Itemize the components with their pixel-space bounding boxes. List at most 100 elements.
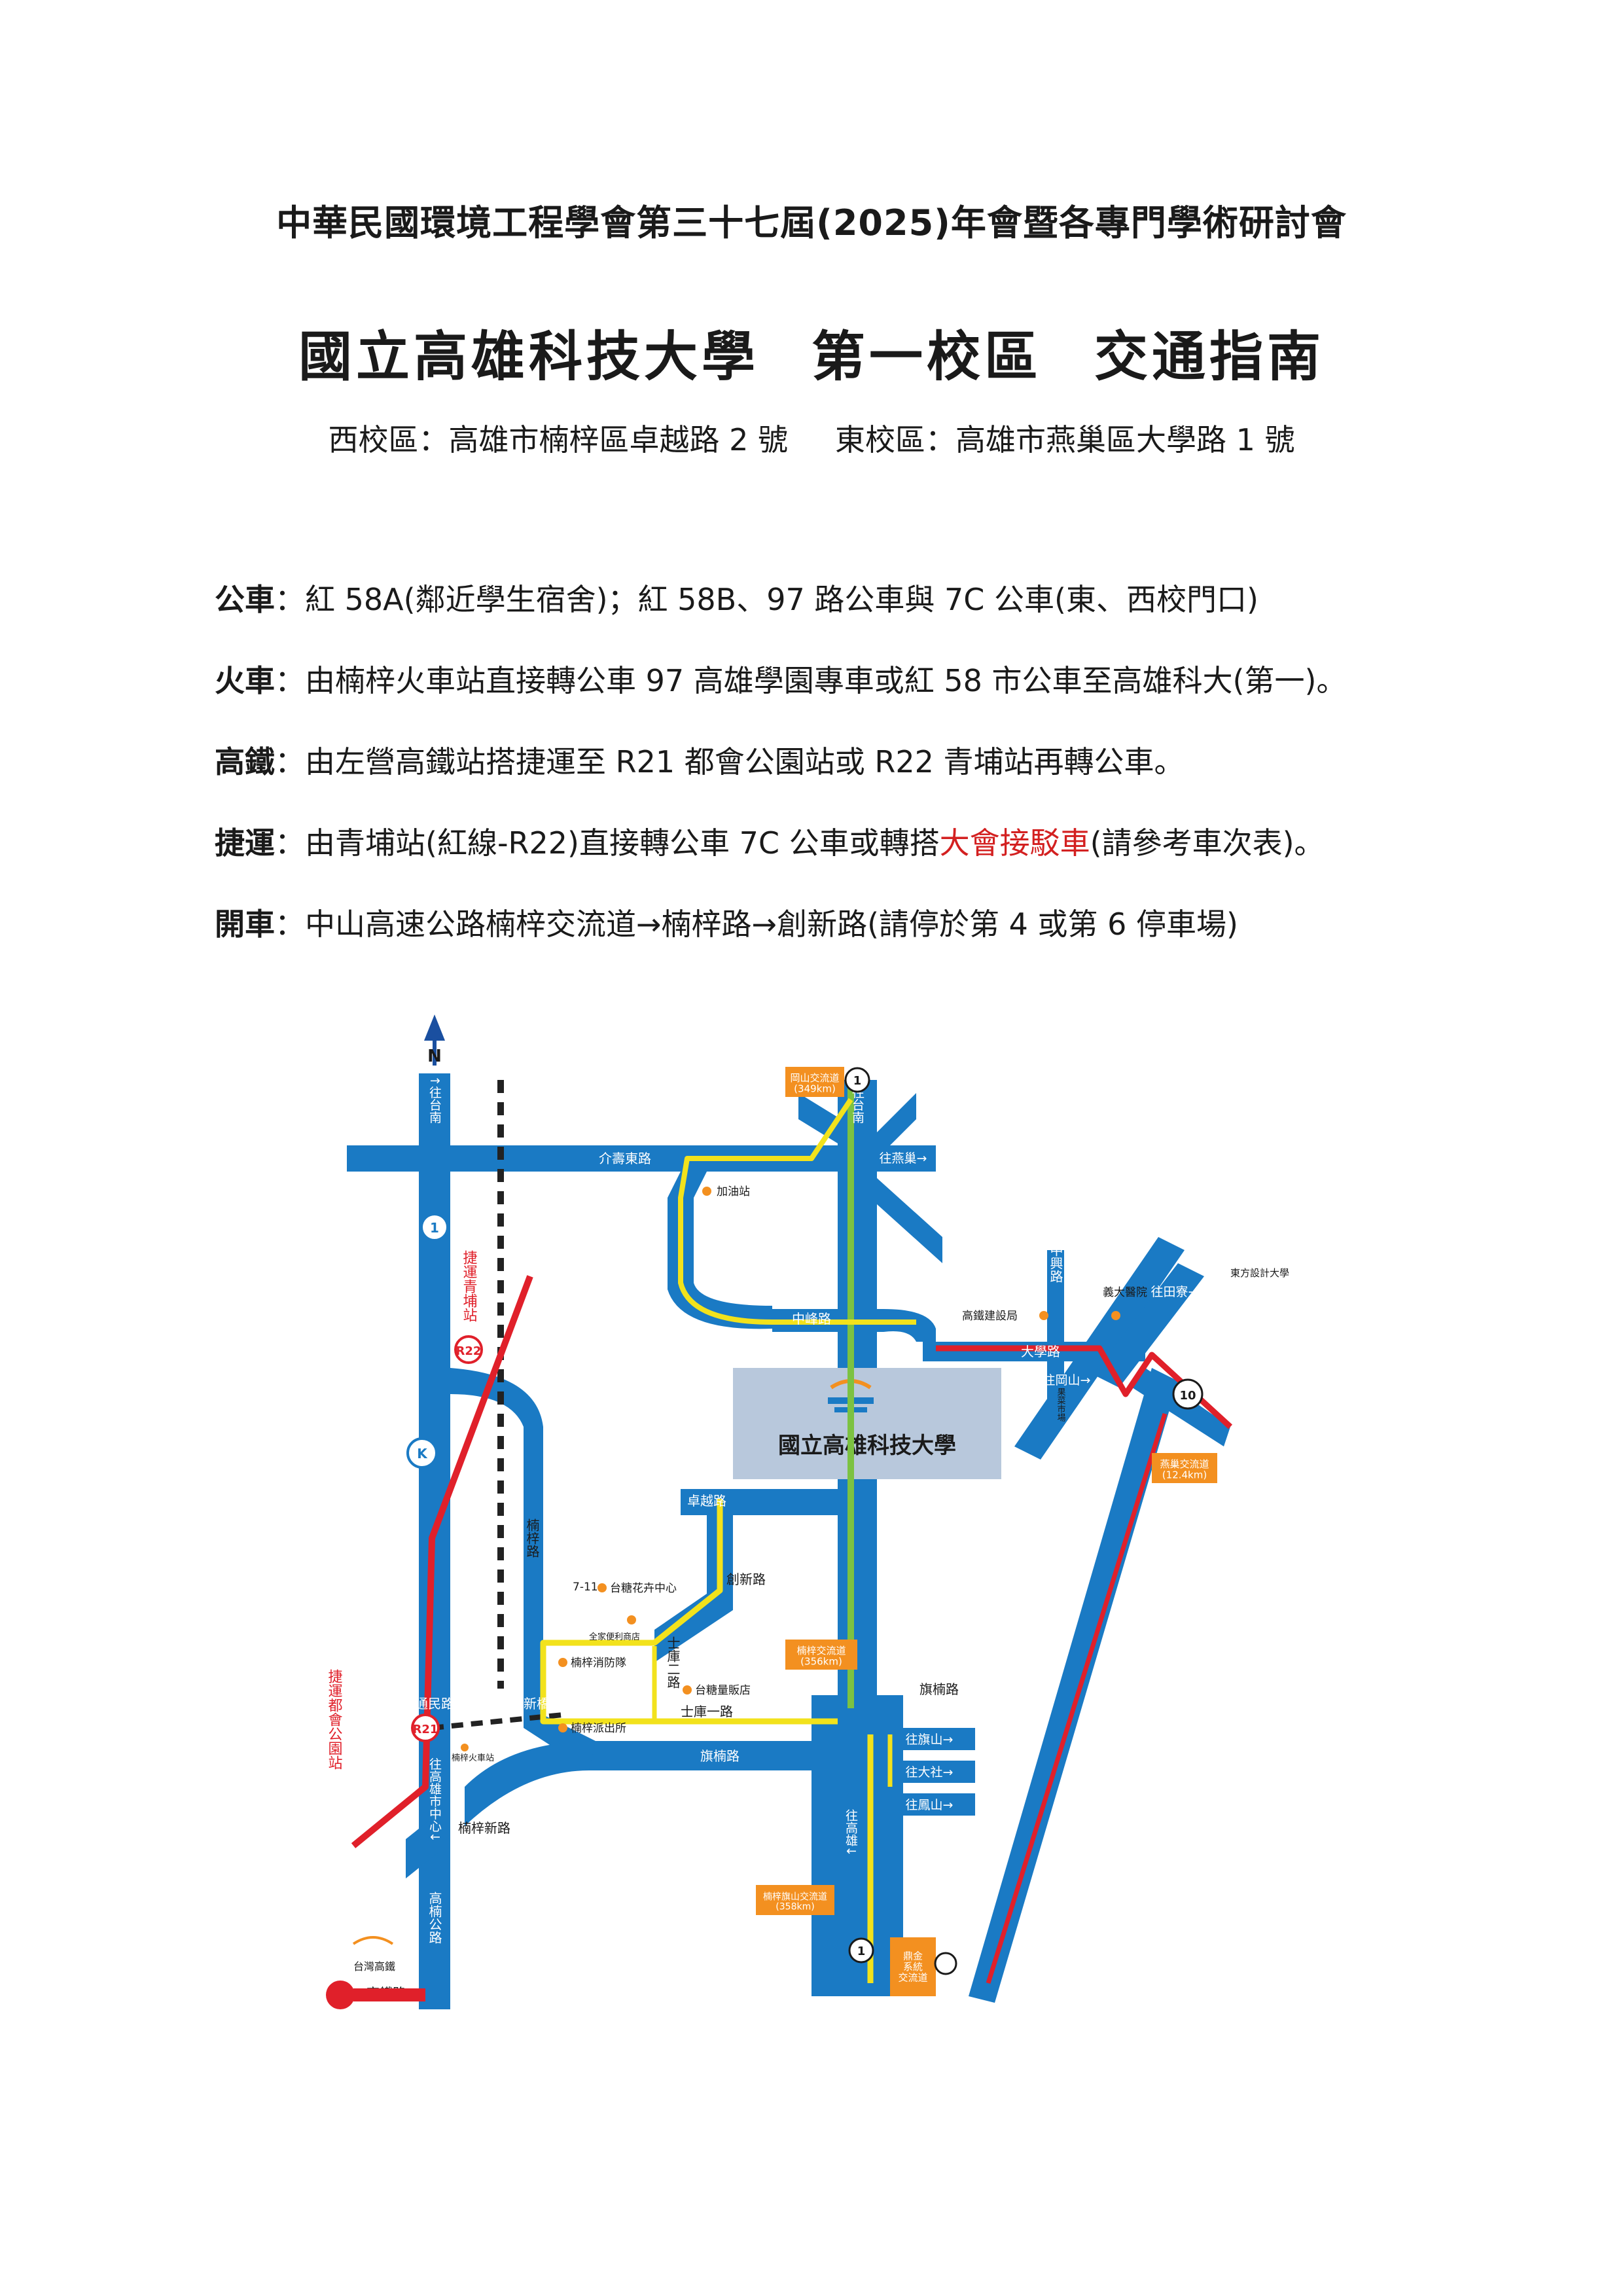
guide-text: ：由左營高鐵站搭捷運至 R21 都會公園站或 R22 青埔站再轉公車。 bbox=[275, 744, 1185, 780]
guide-bus: 公車：紅 58A(鄰近學生宿舍)；紅 58B、97 路公車與 7C 公車(東、西… bbox=[215, 576, 1458, 619]
mrt-r21-icon bbox=[411, 1713, 440, 1742]
interchange-gangshan: 岡山交流道(349km) bbox=[790, 1072, 839, 1095]
highway10-shield-icon bbox=[1172, 1378, 1204, 1410]
gaotie-building-icon bbox=[1039, 1311, 1048, 1320]
label-zhongxing: 中興路 bbox=[1048, 1244, 1063, 1283]
conference-title: 中華民國環境工程學會第三十七屆(2025)年會暨各專門學術研討會 bbox=[276, 202, 1347, 243]
mrt-r21: R21 bbox=[413, 1723, 438, 1736]
gas-station-icon bbox=[702, 1187, 711, 1196]
highway10-shield-bottom-icon bbox=[934, 1952, 957, 1975]
mrt-r22: R22 bbox=[456, 1344, 482, 1358]
landmark-gaotie-building: 高鐵建設局 bbox=[962, 1310, 1018, 1323]
landmark-police: 楠梓派出所 bbox=[571, 1722, 626, 1735]
flower-center-icon bbox=[597, 1583, 607, 1592]
freeway-number-top: 1 bbox=[853, 1074, 862, 1088]
label-chuangxin: 創新路 bbox=[726, 1571, 766, 1587]
campus-addresses: 西校區：高雄市楠梓區卓越路 2 號 東校區：高雄市燕巢區大學路 1 號 bbox=[0, 416, 1623, 459]
guide-train: 火車：由楠梓火車站直接轉公車 97 高雄學園專車或紅 58 市公車至高雄科大(第… bbox=[215, 657, 1458, 700]
hotel-icon bbox=[683, 1685, 692, 1695]
landmark-hotel: 台糖量販店 bbox=[695, 1684, 751, 1697]
guide-text: ：由青埔站(紅線-R22)直接轉公車 7C 公車或轉搭 bbox=[275, 825, 940, 861]
label-youyi: 友誼路 bbox=[701, 1217, 717, 1257]
shuttle-highlight: 大會接駁車 bbox=[939, 825, 1090, 861]
landmark-fu-campus: 東方設計大學 bbox=[1230, 1267, 1289, 1279]
guide-mrt: 捷運：由青埔站(紅線-R22)直接轉公車 7C 公車或轉搭大會接駁車(請參考車次… bbox=[215, 819, 1458, 863]
landmark-gas-station: 加油站 bbox=[717, 1185, 750, 1198]
west-campus-address: 西校區：高雄市楠梓區卓越路 2 號 bbox=[328, 422, 788, 457]
highway10-number: 10 bbox=[1179, 1389, 1196, 1403]
landmark-hospital: 義大醫院 bbox=[1103, 1286, 1147, 1299]
route-yellow-chuangxin bbox=[540, 1499, 838, 1725]
road-zhongxing bbox=[1047, 1250, 1064, 1401]
landmark-nanzi-station: 楠梓火車站 bbox=[452, 1753, 494, 1763]
guide-text: ：紅 58A(鄰近學生宿舍)；紅 58B、97 路公車與 7C 公車(東、西校門… bbox=[275, 582, 1258, 617]
route-red-daxue bbox=[936, 1345, 1233, 1429]
interchange-labels: 岡山交流道(349km) 楠梓交流道(356km) 楠梓旗山交流道(358km)… bbox=[756, 1067, 1217, 1996]
title-university: 國立高雄科技大學 bbox=[298, 326, 759, 388]
interchange-yanchao: 燕巢交流道(12.4km) bbox=[1160, 1458, 1209, 1481]
mrt-r22-icon bbox=[454, 1335, 483, 1364]
dir-to-tainan-left: ↑往台南 bbox=[427, 1076, 442, 1124]
road-nanzi-new bbox=[406, 1813, 438, 1878]
guide-label: 高鐵 bbox=[215, 744, 275, 780]
campus-map: 國立高雄科技大學 N 介壽東路 友誼路 中峰路 卓越路 創新路 楠梓路 旗楠路 … bbox=[326, 1014, 1289, 2009]
quanjia-icon bbox=[627, 1615, 636, 1624]
mrt-r21-name: 捷運都會公園站 bbox=[326, 1669, 343, 1770]
label-zhongfeng: 中峰路 bbox=[792, 1311, 831, 1327]
label-tongmin-road: 通民路 bbox=[415, 1696, 454, 1712]
landmark-quanjia: 全家便利商店 bbox=[589, 1632, 640, 1642]
route-red-highway10 bbox=[986, 1412, 1168, 1984]
title-guide: 交通指南 bbox=[1094, 326, 1325, 388]
interchange-gangshan-nw bbox=[877, 1093, 916, 1158]
dir-to-fengshan: 往鳳山→ bbox=[906, 1798, 954, 1812]
landmark-market: 果菜市場 bbox=[1056, 1388, 1066, 1422]
mrt-markers: 捷運青埔站 R22 R21 捷運都會公園站 1 1 1 10 K bbox=[326, 1067, 1204, 1975]
road-youyi-loop bbox=[668, 1172, 772, 1329]
label-shikang2: 士庫二路 bbox=[665, 1636, 681, 1689]
hsr-marker: 台灣高鐵 bbox=[326, 1936, 425, 2009]
dir-to-yanchao: 往燕巢→ bbox=[880, 1151, 927, 1166]
page-title: 國立高雄科技大學第一校區交通指南 bbox=[0, 313, 1623, 391]
label-qinan: 旗楠路 bbox=[700, 1748, 740, 1764]
dir-to-qishan: 往旗山→ bbox=[906, 1732, 954, 1747]
interchange-yanchao-box bbox=[1152, 1453, 1217, 1483]
dir-to-dashe: 往大社→ bbox=[906, 1765, 954, 1780]
dir-to-tianliao: 往田寮→ bbox=[1151, 1285, 1199, 1299]
title-campus: 第一校區 bbox=[811, 326, 1042, 388]
label-jieshou-east: 介壽東路 bbox=[599, 1151, 651, 1166]
dir-to-kaohsiung: 往高雄↓ bbox=[844, 1808, 858, 1856]
north-arrow-icon: N bbox=[424, 1014, 445, 1066]
police-icon bbox=[558, 1723, 567, 1732]
freeway-number-bottom: 1 bbox=[857, 1945, 866, 1958]
north-label: N bbox=[427, 1047, 442, 1066]
hospital-icon bbox=[1111, 1311, 1120, 1320]
road-nanzi bbox=[450, 1368, 838, 1770]
hsr-label: 台灣高鐵 bbox=[353, 1960, 395, 1973]
hsr-road-bar bbox=[353, 1988, 425, 2001]
route-red-mrt bbox=[351, 1275, 533, 1848]
guide-text: ：中山高速公路楠梓交流道→楠梓路→創新路(請停於第 4 或第 6 停車場) bbox=[275, 906, 1238, 942]
landmark-flower-center: 台糖花卉中心 bbox=[610, 1582, 677, 1595]
guide-label: 火車 bbox=[215, 663, 275, 698]
fire-station-icon bbox=[558, 1658, 567, 1667]
interchange-dingjin: 鼎金系統交流道 bbox=[898, 1950, 927, 1984]
road-highway10 bbox=[969, 1368, 1178, 2003]
interchange-nanzi-box bbox=[785, 1640, 857, 1670]
dir-to-gangshan: 往岡山→ bbox=[1043, 1373, 1091, 1388]
landmark-fire-station: 楠梓消防隊 bbox=[571, 1657, 626, 1670]
road-qinan-curve bbox=[465, 1741, 596, 1826]
interchange-nanzi-qishan-box bbox=[756, 1885, 834, 1915]
freeway-shield-bottom-icon bbox=[848, 1937, 874, 1964]
guide-text: ：由楠梓火車站直接轉公車 97 高雄學園專車或紅 58 市公車至高雄科大(第一)… bbox=[275, 663, 1347, 698]
label-xinan: 旗楠路 bbox=[919, 1681, 959, 1697]
interchange-nanzi-qishan: 楠梓旗山交流道(358km) bbox=[763, 1891, 827, 1912]
guide-hsr: 高鐵：由左營高鐵站搭捷運至 R21 都會公園站或 R22 青埔站再轉公車。 bbox=[215, 738, 1458, 781]
road-to-tianliao bbox=[1093, 1263, 1204, 1388]
label-gaonan: 高楠公路 bbox=[427, 1892, 442, 1944]
mrt-r22-name: 捷運青埔站 bbox=[461, 1250, 478, 1322]
guide-drive: 開車：中山高速公路楠梓交流道→楠梓路→創新路(請停於第 4 或第 6 停車場) bbox=[215, 901, 1458, 944]
freeway-shield-top-icon bbox=[844, 1067, 870, 1093]
hsr-logo-icon bbox=[352, 1936, 394, 1945]
route-yellow-north bbox=[678, 1098, 916, 1325]
east-campus-address: 東校區：高雄市燕巢區大學路 1 號 bbox=[835, 422, 1295, 457]
